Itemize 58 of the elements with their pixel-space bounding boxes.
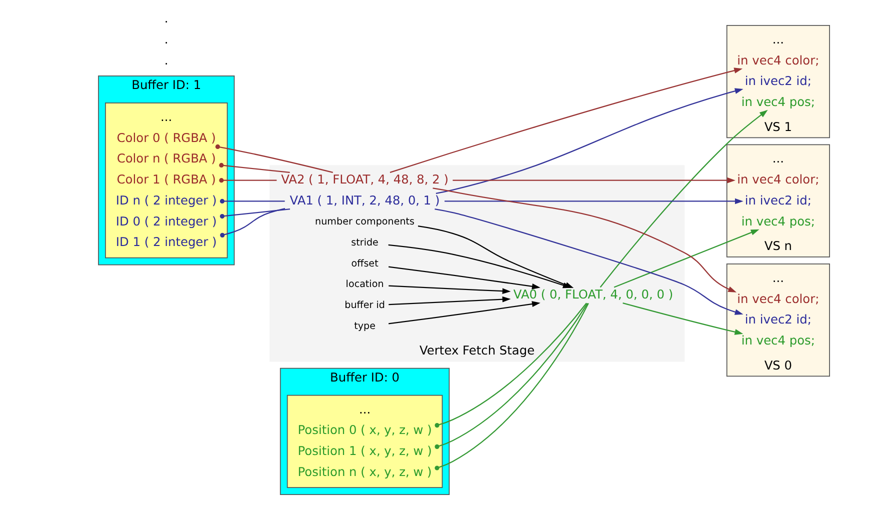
arrow bbox=[444, 198, 744, 204]
arrow bbox=[600, 110, 768, 288]
node-text: Color 1 ( RGBA ) bbox=[116, 172, 216, 187]
connector bbox=[215, 144, 333, 173]
arrow bbox=[614, 229, 760, 288]
node-text: Color n ( RGBA ) bbox=[116, 152, 216, 166]
arrow bbox=[452, 177, 736, 184]
arrow bbox=[434, 208, 744, 315]
cluster bbox=[286, 394, 443, 488]
label: . bbox=[164, 53, 168, 68]
node-text: in ivec2 id; bbox=[744, 312, 812, 327]
connector bbox=[220, 208, 290, 219]
node-text: in ivec2 id; bbox=[744, 193, 812, 208]
node-text: VA2 ( 1, FLOAT, 4, 48, 8, 2 ) bbox=[281, 172, 449, 187]
arrow bbox=[432, 188, 737, 292]
arrow bbox=[388, 296, 511, 306]
node-text: Position n ( x, y, z, w ) bbox=[298, 465, 432, 479]
node-text: in vec4 color; bbox=[737, 172, 820, 187]
node-text: number components bbox=[315, 216, 415, 228]
connector bbox=[219, 178, 277, 183]
arrow bbox=[436, 88, 744, 194]
node-text: VA0 ( 0, FLOAT, 4, 0, 0, 0 ) bbox=[513, 287, 674, 302]
node-text: ... bbox=[160, 110, 172, 124]
node-text: Position 1 ( x, y, z, w ) bbox=[298, 444, 432, 458]
arrow bbox=[622, 302, 744, 335]
node-text: offset bbox=[351, 258, 378, 270]
arrow bbox=[388, 285, 511, 294]
node-text: type bbox=[354, 321, 376, 332]
node-text: Position 0 ( x, y, z, w ) bbox=[298, 423, 432, 438]
node-text: in ivec2 id; bbox=[744, 74, 812, 88]
node-text: Color 0 ( RGBA ) bbox=[116, 130, 216, 145]
arrow bbox=[388, 244, 572, 288]
arrow bbox=[388, 266, 540, 290]
node-text: ... bbox=[358, 402, 371, 416]
node-text: ... bbox=[772, 152, 784, 166]
node-text: in vec4 color; bbox=[737, 292, 820, 306]
node-text: ID 1 ( 2 integer ) bbox=[116, 235, 217, 250]
node-text: stride bbox=[351, 237, 378, 248]
connector bbox=[220, 208, 286, 238]
arrow bbox=[388, 301, 540, 324]
label: . bbox=[164, 12, 168, 26]
node-text: in vec4 pos; bbox=[741, 334, 815, 348]
node-text: location bbox=[346, 279, 384, 290]
node-text: in vec4 pos; bbox=[741, 95, 815, 110]
cluster bbox=[105, 102, 228, 258]
label: . bbox=[164, 32, 168, 46]
node-text: ... bbox=[772, 32, 784, 46]
arrow bbox=[390, 68, 743, 173]
connector bbox=[220, 198, 285, 204]
node-text: ... bbox=[772, 270, 784, 285]
node-text: ID 0 ( 2 integer ) bbox=[116, 214, 217, 228]
node-text: VA1 ( 1, INT, 2, 48, 0, 1 ) bbox=[290, 193, 440, 208]
node-text: buffer id bbox=[344, 300, 385, 312]
node-text: in vec4 pos; bbox=[741, 214, 815, 228]
connector bbox=[219, 162, 290, 174]
node-text: in vec4 color; bbox=[737, 53, 820, 68]
connector bbox=[434, 302, 587, 428]
node-text: ID n ( 2 integer ) bbox=[116, 193, 217, 208]
